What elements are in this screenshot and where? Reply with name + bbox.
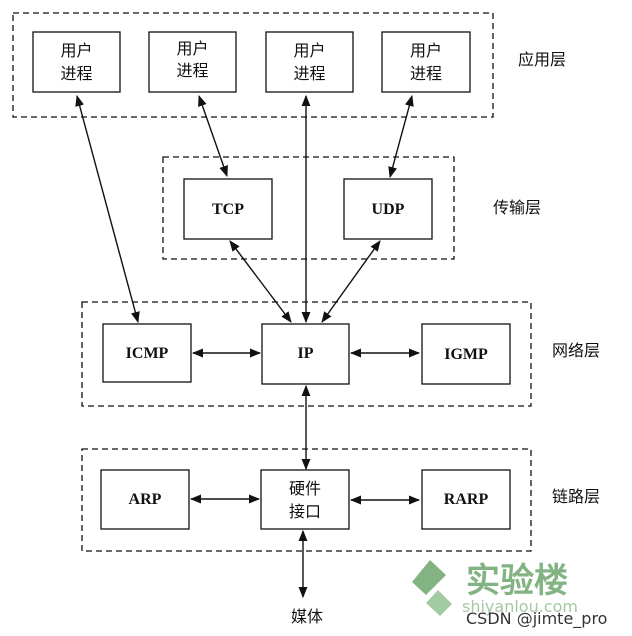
layer-label-transport: 传输层 [493, 198, 541, 217]
svg-text:用户: 用户 [293, 41, 325, 60]
arp-box: ARP [100, 469, 190, 530]
svg-text:IGMP: IGMP [444, 346, 488, 363]
svg-text:ICMP: ICMP [126, 345, 169, 362]
hardware-interface-box: 硬件 接口 [260, 469, 350, 530]
watermark-domain: shiyanlou.com [462, 597, 578, 616]
layer-label-application: 应用层 [518, 50, 566, 69]
svg-text:进程: 进程 [293, 64, 325, 83]
svg-text:用户: 用户 [410, 41, 442, 60]
shiyanlou-logo-icon [412, 560, 452, 616]
user-process-4: 用户 进程 [381, 31, 471, 93]
svg-text:进程: 进程 [60, 64, 92, 83]
watermark-brand: 实验楼 [466, 561, 568, 601]
user-process-2: 用户 进程 [148, 31, 237, 93]
medium-label: 媒体 [291, 607, 323, 626]
udp-box: UDP [343, 178, 433, 240]
svg-text:TCP: TCP [212, 201, 244, 218]
rarp-box: RARP [421, 469, 511, 530]
svg-text:接口: 接口 [289, 502, 321, 521]
application-layer-frame [12, 12, 494, 118]
user-process-3: 用户 进程 [265, 31, 354, 93]
svg-text:进程: 进程 [176, 61, 208, 80]
svg-text:硬件: 硬件 [289, 479, 321, 498]
svg-text:进程: 进程 [410, 64, 442, 83]
svg-text:用户: 用户 [176, 39, 208, 58]
edge-process2-tcp [198, 94, 228, 178]
watermark-csdn: CSDN @jimte_pro [466, 609, 607, 629]
edge-tcp-ip [229, 240, 292, 323]
tcp-box: TCP [183, 178, 273, 240]
ip-box: IP [261, 323, 350, 385]
edge-process4-udp [388, 94, 414, 179]
svg-text:RARP: RARP [444, 491, 489, 508]
layer-label-link: 链路层 [552, 487, 600, 506]
icmp-box: ICMP [102, 323, 192, 383]
layer-label-network: 网络层 [552, 341, 600, 360]
igmp-box: IGMP [421, 323, 511, 385]
user-process-1: 用户 进程 [32, 31, 121, 93]
svg-text:IP: IP [298, 345, 314, 362]
edge-udp-ip [321, 240, 381, 323]
svg-text:ARP: ARP [129, 491, 162, 508]
svg-text:用户: 用户 [60, 41, 92, 60]
watermark: 实验楼 shiyanlou.com CSDN @jimte_pro [412, 560, 607, 629]
edge-process1-icmp [75, 94, 140, 324]
svg-text:UDP: UDP [372, 201, 405, 218]
